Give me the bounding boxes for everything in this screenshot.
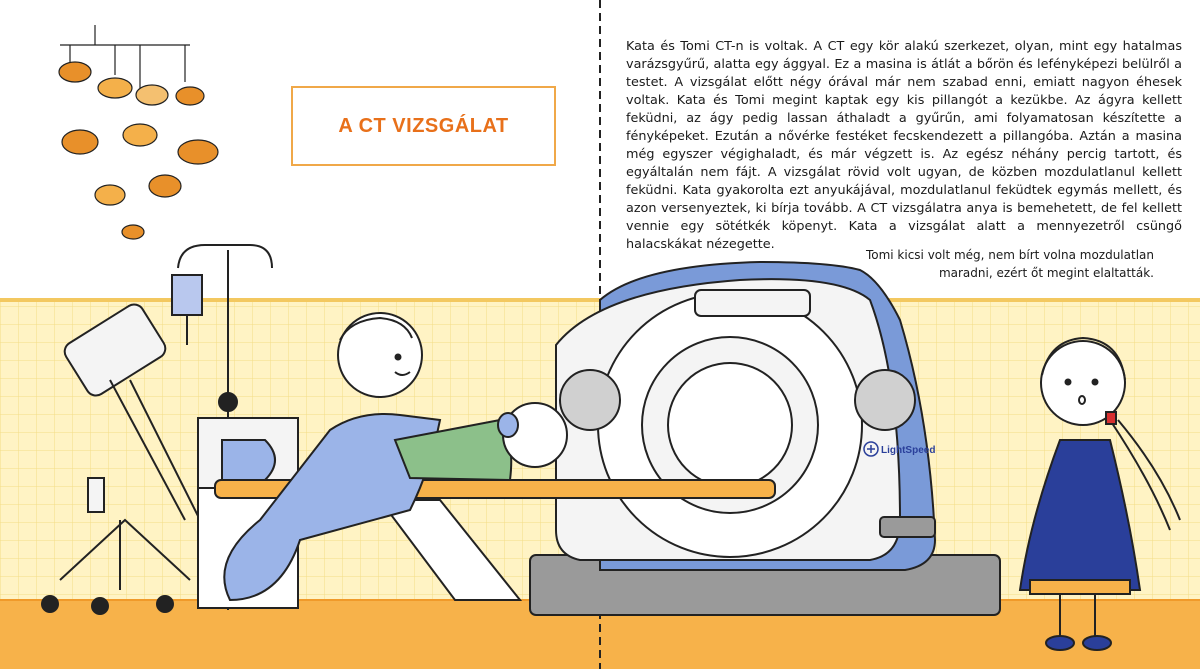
child-patient-icon — [393, 402, 568, 482]
title-box: A CT VIZSGÁLAT — [291, 86, 556, 166]
page-title: A CT VIZSGÁLAT — [338, 114, 509, 137]
standing-girl-icon — [1018, 336, 1181, 651]
monitor-cart-icon — [41, 303, 201, 615]
scanner-brand-label: LightSpeed — [881, 445, 935, 456]
mother-figure-icon — [223, 312, 442, 602]
fish-mobile-icon — [58, 25, 219, 240]
story-paragraph: Kata és Tomi CT-n is voltak. A CT egy kö… — [626, 39, 1182, 252]
lightspeed-logo-icon — [863, 441, 879, 457]
story-tail-block: Tomi kicsi volt még, nem bírt volna mozd… — [834, 246, 1154, 282]
story-text-block: Kata és Tomi CT-n is voltak. A CT egy kö… — [626, 38, 1182, 254]
story-tail-paragraph: Tomi kicsi volt még, nem bírt volna mozd… — [865, 248, 1154, 280]
ct-scanner-icon — [529, 260, 1001, 616]
